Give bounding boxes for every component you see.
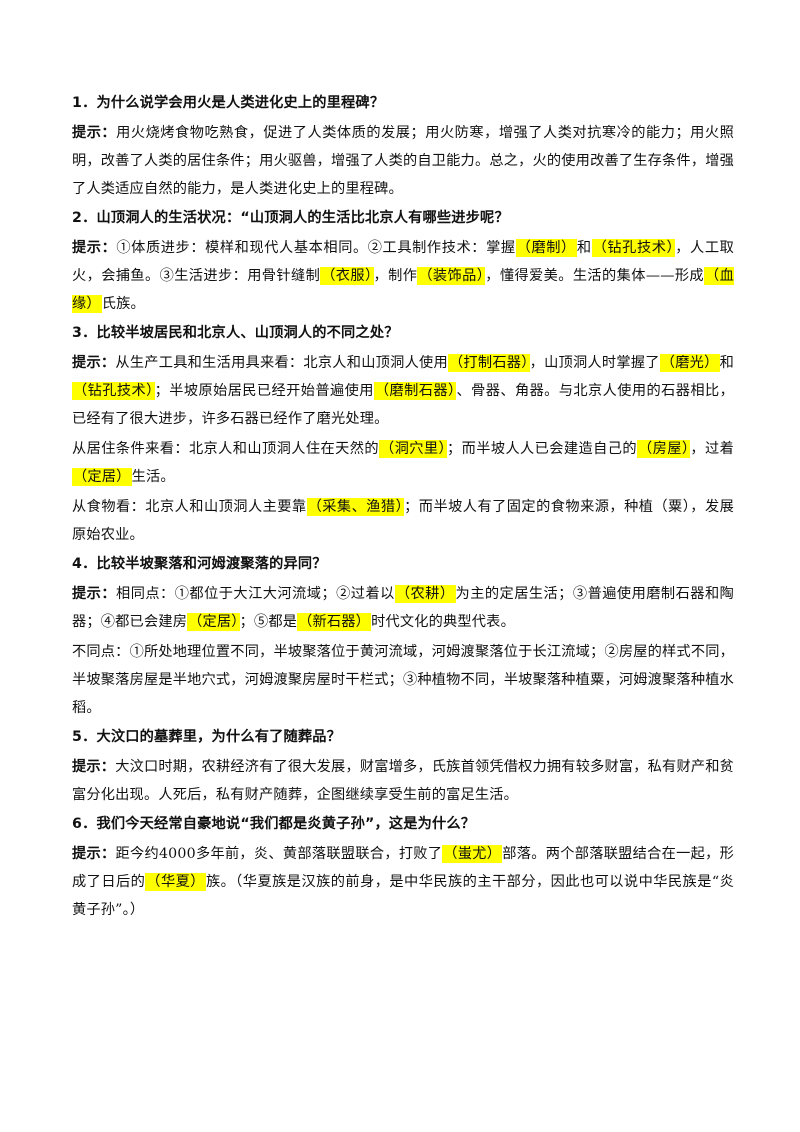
answer-paragraph: 提示：从生产工具和生活用具来看：北京人和山顶洞人使用（打制石器），山顶洞人时掌握…	[72, 349, 734, 433]
text-run: 距今约4000多年前，炎、黄部落联盟联合，打败了	[115, 846, 443, 862]
highlighted-answer: （磨制石器）	[373, 382, 457, 400]
question-title: 2．山顶洞人的生活状况：“山顶洞人的生活比北京人有哪些进步呢？	[72, 210, 509, 226]
answer-paragraph: 从食物看：北京人和山顶洞人主要靠（采集、渔猎）；而半坡人有了固定的食物来源，种植…	[72, 493, 734, 549]
document-body: 1．为什么说学会用火是人类进化史上的里程碑？提示：用火烧烤食物吃熟食，促进了人类…	[72, 90, 735, 926]
highlighted-answer: （新石器）	[297, 613, 372, 631]
text-run: 大汶口时期，农耕经济有了很大发展，财富增多，氏族首领凭借权力拥有较多财富，私有财…	[72, 759, 734, 803]
hint-label: 提示：	[72, 125, 117, 141]
text-run: ，人工取火，会捕鱼。③生活进步：用骨针缝制	[72, 240, 735, 284]
highlighted-answer: （华夏）	[145, 873, 206, 891]
text-run: ；⑤都是	[239, 614, 298, 630]
text-run: ，过着	[690, 441, 734, 457]
question-title: 1．为什么说学会用火是人类进化史上的里程碑？	[72, 95, 385, 111]
hint-label: 提示：	[72, 759, 116, 775]
highlighted-answer: （定居）	[72, 468, 132, 486]
highlighted-answer: （钻孔技术）	[591, 239, 676, 257]
text-run: 族。（华夏族是汉族的前身，是中华民族的主干部分，因此也可以说中华民族是“炎黄子孙…	[72, 874, 734, 918]
text-run: ；半坡原始居民已经开始普遍使用	[154, 383, 374, 399]
text-run: 为主的定居生活；③普遍使用磨制石器和陶器；④都已会建房	[72, 586, 734, 630]
text-run: 相同点：①都位于大江大河流域；②过着以	[116, 586, 395, 602]
text-run: 和	[719, 355, 734, 371]
text-run: 时代文化的典型代表。	[371, 614, 515, 630]
text-run: 用火烧烤食物吃熟食，促进了人类体质的发展；用火防寒，增强了人类对抗寒冷的能力；用…	[72, 125, 734, 197]
highlighted-answer: （房屋）	[637, 440, 691, 458]
answer-paragraph: 提示：大汶口时期，农耕经济有了很大发展，财富增多，氏族首领凭借权力拥有较多财富，…	[72, 753, 734, 809]
text-run: 氏族。	[101, 296, 145, 312]
text-run: ，山顶洞人时掌握了	[529, 355, 660, 371]
answer-paragraph: 不同点：①所处地理位置不同，半坡聚落位于黄河流域，河姆渡聚落位于长江流域；②房屋…	[72, 638, 734, 722]
question-title: 4．比较半坡聚落和河姆渡聚落的异同？	[72, 556, 327, 572]
highlighted-answer: （定居）	[187, 613, 240, 631]
highlighted-answer: （打制石器）	[447, 354, 530, 372]
text-run: ；而半坡人有了固定的食物来源，种植（粟），发展原始农业。	[72, 499, 734, 543]
answer-paragraph: 提示：用火烧烤食物吃熟食，促进了人类体质的发展；用火防寒，增强了人类对抗寒冷的能…	[72, 119, 734, 203]
highlighted-answer: （农耕）	[394, 585, 456, 603]
answer-paragraph: 提示：①体质进步：模样和现代人基本相同。②工具制作技术：掌握（磨制）和（钻孔技术…	[72, 234, 735, 318]
question-title: 3．比较半坡居民和北京人、山顶洞人的不同之处？	[72, 325, 399, 341]
question-title: 6．我们今天经常自豪地说“我们都是炎黄子孙”，这是为什么？	[72, 816, 476, 832]
answer-paragraph: 提示：距今约4000多年前，炎、黄部落联盟联合，打败了（蚩尤）部落。两个部落联盟…	[72, 840, 734, 924]
highlighted-answer: （磨制）	[515, 239, 577, 257]
text-run: ；而半坡人人已会建造自己的	[446, 441, 637, 457]
highlighted-answer: （装饰品）	[417, 267, 486, 285]
highlighted-answer: （采集、渔猎）	[306, 498, 405, 516]
text-run: 、骨器、角器。与北京人使用的石器相比，已经有了很大进步，许多石器已经作了磨光处理…	[72, 383, 734, 427]
text-run: 生活。	[131, 469, 175, 485]
answer-paragraph: 提示：相同点：①都位于大江大河流域；②过着以（农耕）为主的定居生活；③普遍使用磨…	[72, 580, 734, 636]
hint-label: 提示：	[72, 586, 117, 602]
hint-label: 提示：	[72, 355, 116, 371]
answer-paragraph: 从居住条件来看：北京人和山顶洞人住在天然的（洞穴里）；而半坡人人已会建造自己的（…	[72, 435, 734, 491]
text-run: ①体质进步：模样和现代人基本相同。②工具制作技术：掌握	[116, 240, 516, 256]
text-run: 从食物看：北京人和山顶洞人主要靠	[72, 499, 307, 515]
text-run: 不同点：①所处地理位置不同，半坡聚落位于黄河流域，河姆渡聚落位于长江流域；②房屋…	[72, 644, 734, 716]
text-run: 从居住条件来看：北京人和山顶洞人住在天然的	[72, 441, 379, 457]
text-run: 和	[576, 240, 592, 256]
hint-label: 提示：	[72, 240, 117, 256]
highlighted-answer: （洞穴里）	[378, 440, 447, 458]
text-run: 从生产工具和生活用具来看：北京人和山顶洞人使用	[115, 355, 448, 371]
question-title: 5．大汶口的墓葬里，为什么有了随葬品？	[72, 729, 342, 745]
highlighted-answer: （蚩尤）	[442, 845, 503, 863]
hint-label: 提示：	[72, 846, 116, 862]
text-run: ，懂得爱美。生活的集体——形成	[485, 268, 705, 284]
highlighted-answer: （钻孔技术）	[72, 382, 155, 400]
highlighted-answer: （衣服）	[320, 267, 374, 285]
text-run: 部落。两个部落联盟结合在一起，形成了日后的	[72, 846, 734, 890]
highlighted-answer: （磨光）	[659, 354, 720, 372]
text-run: ，制作	[373, 268, 418, 284]
